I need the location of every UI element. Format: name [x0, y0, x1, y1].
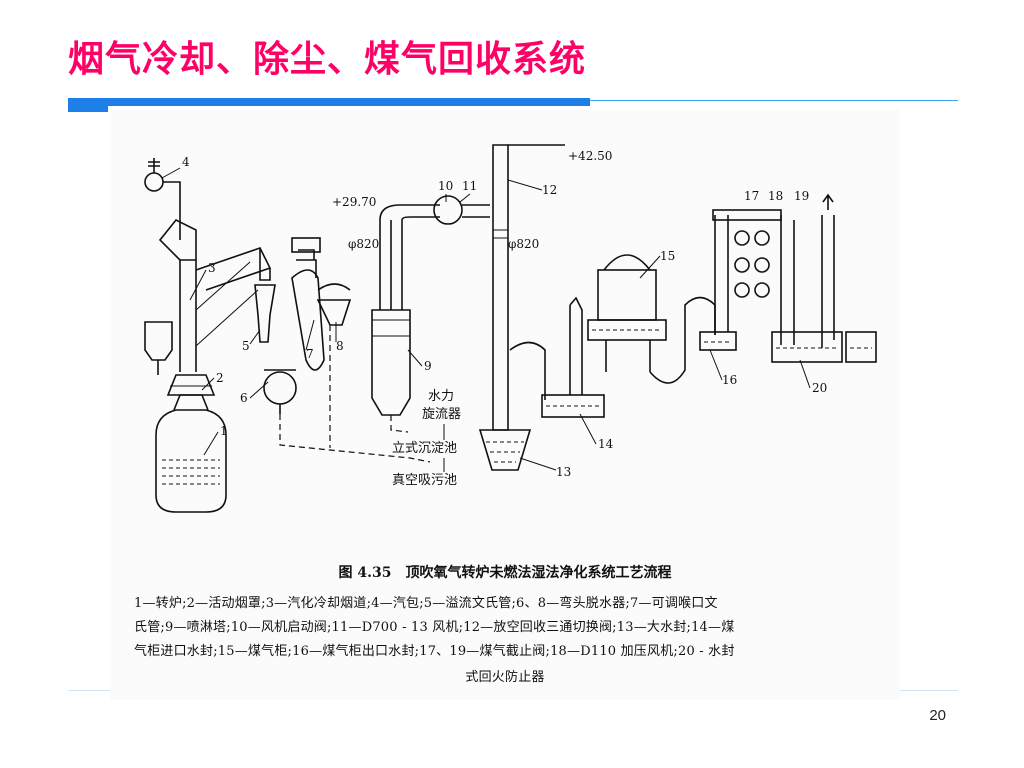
slide-title: 烟气冷却、除尘、煤气回收系统 — [68, 39, 587, 80]
title-rule-stub — [68, 106, 108, 112]
label-5: 5 — [242, 339, 250, 353]
label-2: 2 — [216, 371, 224, 385]
page-number: 20 — [929, 707, 946, 724]
label-17: 17 — [744, 189, 759, 203]
feed-hopper — [144, 321, 173, 375]
label-16: 16 — [722, 373, 737, 387]
label-11: 11 — [462, 179, 477, 193]
label-14: 14 — [598, 437, 614, 451]
converter — [155, 394, 227, 513]
drain-lines — [279, 325, 431, 463]
process-flow-figure: 1 2 3 4 5 6 7 8 9 10 11 12 13 14 15 16 1… — [110, 110, 900, 700]
label-4: 4 — [182, 155, 190, 169]
elbow-dewaterer-6 — [263, 369, 297, 414]
legend-line-3: 气柜进口水封;15—煤气柜;16—煤气柜出口水封;17、19—煤气截止阀;18—… — [134, 644, 735, 659]
elbow-dewaterer-8 — [316, 283, 352, 326]
label-18: 18 — [768, 189, 783, 203]
figure-caption: 图 4.35 顶吹氧气转炉未燃法湿法净化系统工艺流程 — [338, 565, 672, 581]
label-7: 7 — [306, 347, 314, 361]
hydrocyclone-label-1: 水力 — [428, 389, 454, 404]
outlet-water-seal — [649, 296, 737, 384]
label-3: 3 — [208, 261, 216, 275]
diameter-820-right: φ820 — [508, 237, 539, 251]
elevation-42-50: +42.50 — [568, 149, 612, 163]
adjustable-venturi — [291, 237, 325, 371]
label-6: 6 — [240, 391, 248, 405]
flashback-preventer — [771, 193, 877, 363]
label-13: 13 — [556, 465, 571, 479]
label-20: 20 — [812, 381, 827, 395]
hydrocyclone-label-2: 旋流器 — [422, 407, 461, 422]
label-1: 1 — [220, 424, 228, 438]
label-10: 10 — [438, 179, 453, 193]
gas-holder — [587, 254, 667, 372]
leader-lines — [161, 167, 811, 472]
process-flow-diagram: 1 2 3 4 5 6 7 8 9 10 11 12 13 14 15 16 1… — [144, 144, 877, 513]
component-numbers: 1 2 3 4 5 6 7 8 9 10 11 12 13 14 15 16 1… — [182, 149, 827, 488]
movable-hood — [166, 374, 216, 396]
elevation-29-70: +29.70 — [332, 195, 376, 209]
booster-fan-valves — [712, 209, 795, 345]
spray-tower — [371, 220, 411, 416]
label-15: 15 — [660, 249, 675, 263]
inlet-water-seal — [509, 296, 605, 418]
label-19: 19 — [794, 189, 809, 203]
legend-line-2: 氏管;9—喷淋塔;10—风机启动阀;11—D700 - 13 风机;12—放空回… — [134, 620, 735, 635]
label-9: 9 — [424, 359, 432, 373]
settling-tank-label: 立式沉淀池 — [392, 441, 457, 456]
big-water-seal — [478, 429, 532, 471]
diameter-820-left: φ820 — [348, 237, 379, 251]
overflow-venturi — [254, 284, 276, 343]
fan-duct — [379, 195, 490, 225]
legend-line-1: 1—转炉;2—活动烟罩;3—汽化冷却烟道;4—汽包;5—溢流文氏管;6、8—弯头… — [134, 596, 718, 611]
vacuum-tank-label: 真空吸污池 — [392, 473, 457, 488]
title-rule-thick — [68, 98, 590, 106]
legend-line-4: 式回火防止器 — [465, 670, 545, 685]
cooling-flue — [158, 218, 272, 372]
label-12: 12 — [542, 183, 557, 197]
steam-drum — [144, 158, 181, 240]
label-8: 8 — [336, 339, 344, 353]
